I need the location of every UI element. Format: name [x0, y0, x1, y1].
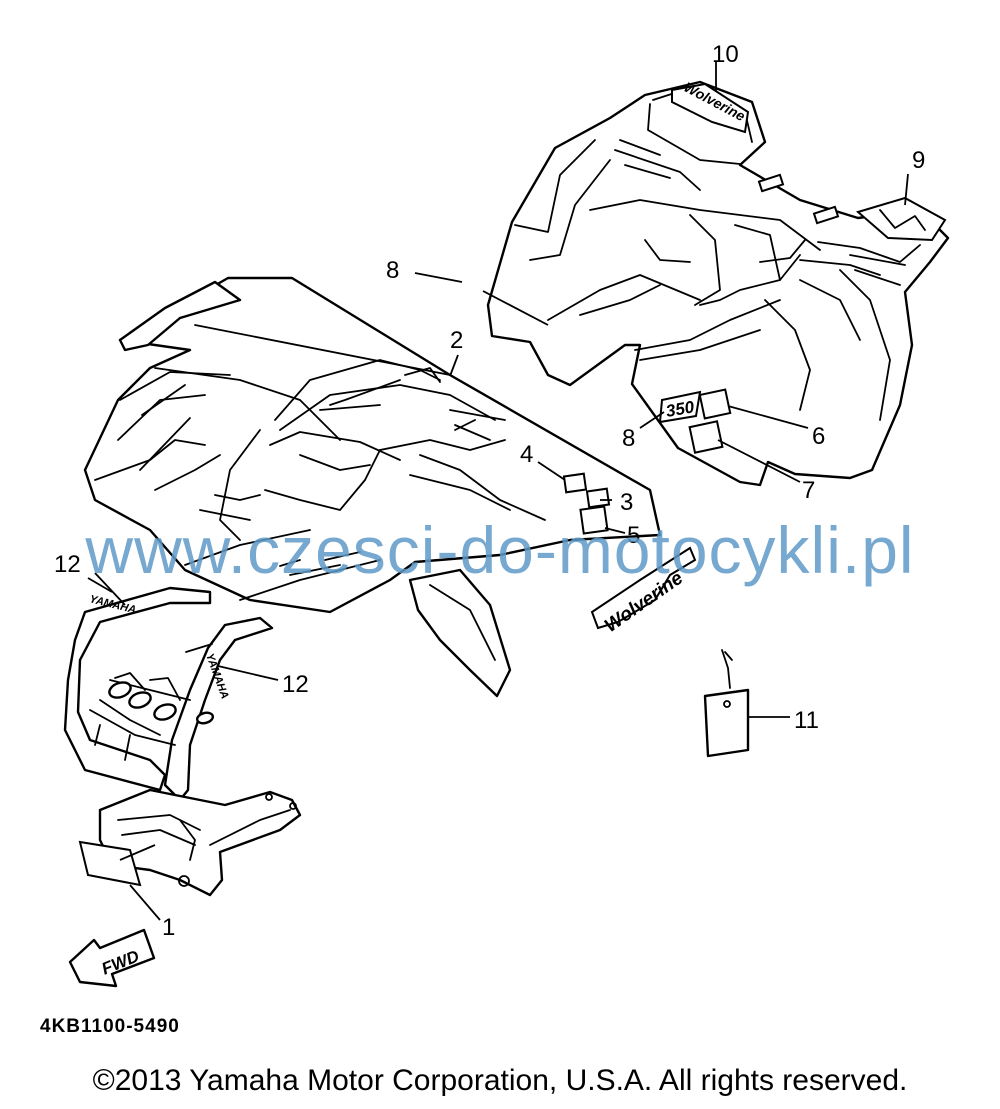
decal-4 — [562, 472, 588, 494]
callout-7: 7 — [802, 477, 815, 504]
watermark: www.czesci-do-motocykli.pl — [85, 513, 915, 587]
callout-3: 3 — [620, 489, 633, 516]
decal-3 — [585, 487, 611, 509]
rear-fender — [486, 80, 950, 487]
decal-5 — [579, 505, 609, 535]
callout-12-left: 12 — [54, 551, 81, 578]
warning-decal-6 — [698, 388, 732, 420]
leader-lines — [87, 62, 909, 921]
front-bumper-rack: YAMAHA — [63, 586, 274, 802]
callout-11: 11 — [794, 707, 819, 734]
callout-2: 2 — [450, 327, 463, 354]
callout-8-side: 8 — [622, 425, 635, 452]
forward-arrow-icon: FWD — [68, 928, 156, 988]
yamaha-emblem-decal — [855, 196, 947, 242]
callout-10: 10 — [712, 41, 739, 68]
hang-tag — [703, 649, 750, 758]
front-lower-guard — [98, 788, 302, 897]
callout-12-right: 12 — [282, 671, 309, 698]
front-fender — [83, 276, 662, 614]
callout-6: 6 — [812, 423, 825, 450]
decal-1 — [78, 840, 142, 887]
callout-9: 9 — [912, 147, 925, 174]
callout-8-top: 8 — [386, 257, 399, 284]
callout-5: 5 — [627, 522, 640, 549]
model-number-text: 350 — [664, 397, 696, 421]
fender-mudflap — [408, 568, 512, 698]
model-number-decal: 350 — [658, 390, 702, 424]
part-code: 4KB1100-5490 — [40, 1016, 180, 1037]
warning-decal-7 — [688, 420, 724, 454]
callout-4: 4 — [520, 441, 533, 468]
callout-1: 1 — [162, 914, 175, 941]
copyright-notice: ©2013 Yamaha Motor Corporation, U.S.A. A… — [92, 1064, 908, 1097]
